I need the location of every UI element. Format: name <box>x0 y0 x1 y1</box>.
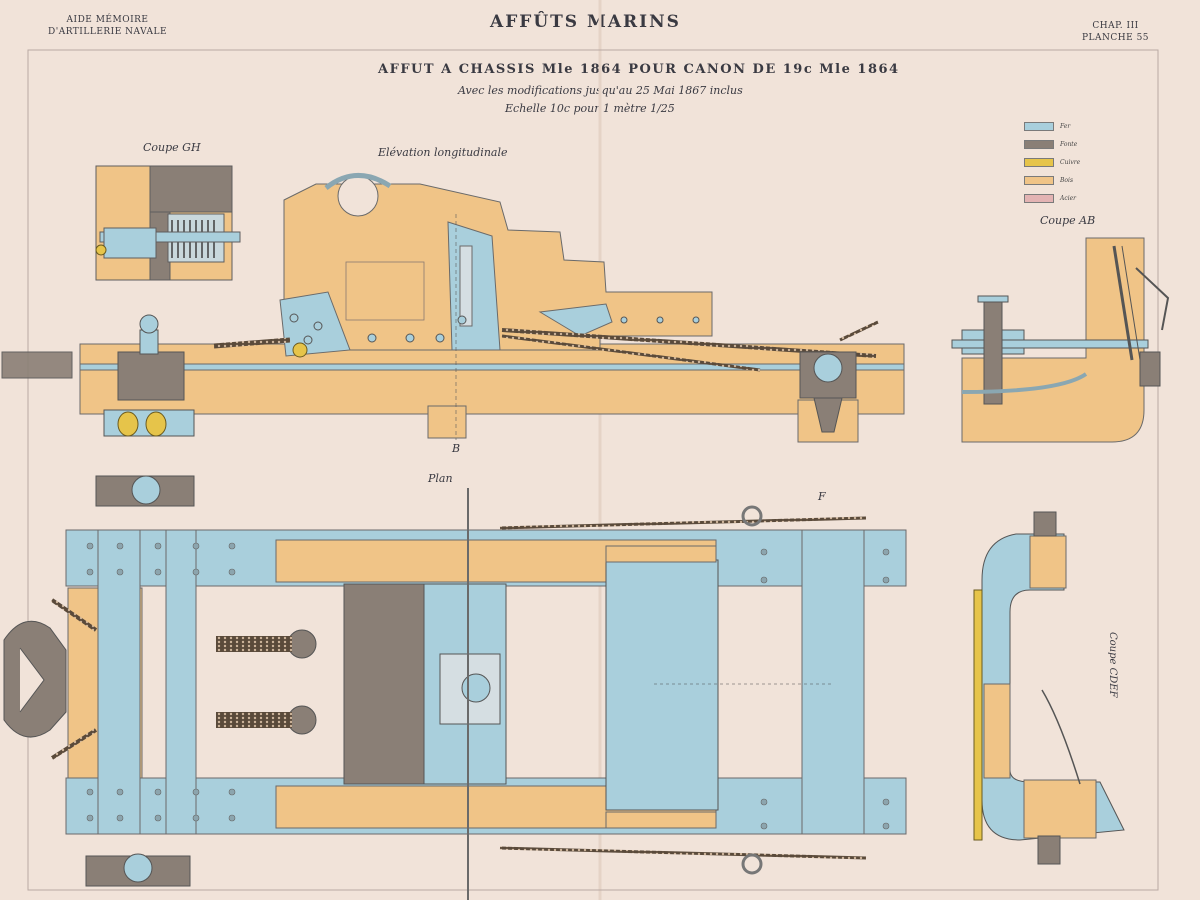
coupe-cdef-view <box>973 511 1125 865</box>
legend-item-cast-iron: Fonte <box>1024 138 1077 150</box>
header-left-line1: AIDE MÉMOIRE <box>66 15 149 25</box>
legend-label-cast-iron: Fonte <box>1060 140 1078 148</box>
plate-title: AFFUT A CHASSIS Mle 1864 POUR CANON DE 1… <box>378 62 900 77</box>
header-right: CHAP. III PLANCHE 55 <box>1082 20 1149 44</box>
header-right-line2: PLANCHE 55 <box>1082 33 1150 43</box>
marker-f: F <box>818 490 826 503</box>
legend-swatch-steel <box>1024 193 1054 203</box>
legend-swatch-copper <box>1024 157 1054 167</box>
plate-scale: Echelle 10c pour 1 mètre 1/25 <box>505 102 675 115</box>
coupe-ab-view <box>951 237 1170 443</box>
header-title: AFFÛTS MARINS <box>490 12 681 32</box>
marker-b: B <box>452 442 461 455</box>
header-left: AIDE MÉMOIRE D'ARTILLERIE NAVALE <box>48 14 167 38</box>
plan-view <box>3 475 907 900</box>
coupe-gh-view <box>95 165 241 281</box>
label-elevation: Elévation longitudinale <box>378 146 508 159</box>
plate-frame <box>27 49 1159 891</box>
legend-item-wood: Bois <box>1024 174 1073 186</box>
legend-item-steel: Acier <box>1024 192 1076 204</box>
label-plan: Plan <box>428 472 453 485</box>
legend-swatch-cast-iron <box>1024 139 1054 149</box>
header-right-line1: CHAP. III <box>1092 21 1139 31</box>
legend-swatch-wood <box>1024 175 1054 185</box>
legend-label-wood: Bois <box>1060 176 1074 184</box>
legend-item-iron: Fer <box>1024 120 1070 132</box>
label-coupe-ab: Coupe AB <box>1040 214 1096 227</box>
header-left-line2: D'ARTILLERIE NAVALE <box>48 27 168 37</box>
elevation-view <box>1 173 905 443</box>
legend-label-copper: Cuivre <box>1060 158 1081 166</box>
label-coupe-gh: Coupe GH <box>143 141 201 154</box>
legend-label-steel: Acier <box>1060 194 1077 202</box>
legend-item-copper: Cuivre <box>1024 156 1080 168</box>
legend-label-iron: Fer <box>1060 122 1071 130</box>
legend-swatch-iron <box>1024 121 1054 131</box>
